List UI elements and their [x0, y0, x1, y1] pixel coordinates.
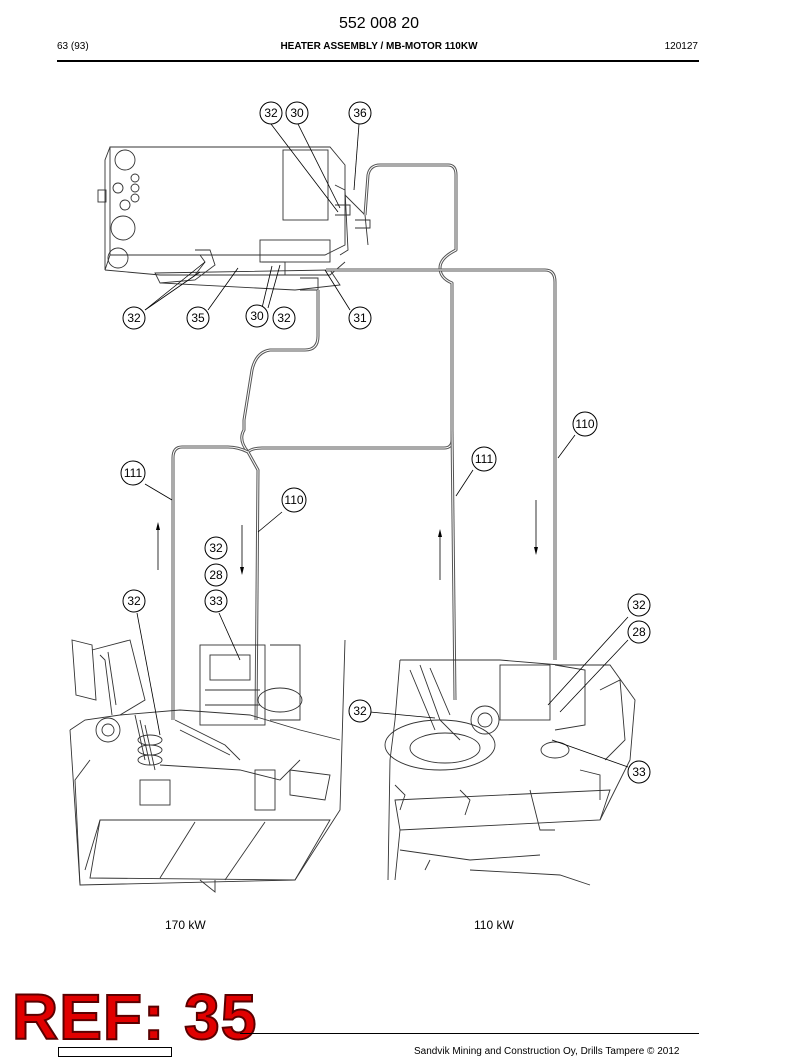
callout-32: 32: [122, 306, 146, 330]
svg-text:32: 32: [127, 311, 141, 325]
callout-28: 28: [627, 620, 651, 644]
callout-111: 111: [120, 460, 146, 486]
engine-bay-170kw-illustration: [69, 639, 346, 893]
svg-text:32: 32: [632, 598, 646, 612]
callout-32: 32: [272, 306, 296, 330]
svg-text:32: 32: [127, 594, 141, 608]
callout-32: 32: [348, 699, 372, 723]
page-title: HEATER ASSEMBLY / MB-MOTOR 110KW: [280, 41, 478, 52]
callout-30: 30: [245, 304, 269, 328]
svg-text:31: 31: [353, 311, 367, 325]
flow-arrows: [156, 500, 538, 580]
callout-32: 32: [259, 101, 283, 125]
svg-text:30: 30: [250, 309, 264, 323]
heater-unit-illustration: [97, 146, 371, 291]
callout-110: 110: [572, 411, 598, 437]
callout-28: 28: [204, 563, 228, 587]
svg-text:28: 28: [632, 625, 646, 639]
callout-30: 30: [285, 101, 309, 125]
callout-111: 111: [471, 446, 497, 472]
callout-36: 36: [348, 101, 372, 125]
svg-text:32: 32: [264, 106, 278, 120]
document-number: 552 008 20: [338, 15, 420, 32]
svg-text:111: 111: [475, 452, 494, 466]
brand-logo: [58, 1047, 172, 1057]
svg-text:28: 28: [209, 568, 223, 582]
callout-33: 33: [627, 760, 651, 784]
callout-32: 32: [627, 593, 651, 617]
svg-text:32: 32: [209, 541, 223, 555]
callout-33: 33: [204, 589, 228, 613]
svg-text:33: 33: [632, 765, 646, 779]
footer-copyright: Sandvik Mining and Construction Oy, Dril…: [414, 1046, 680, 1057]
callout-31: 31: [348, 306, 372, 330]
svg-text:111: 111: [124, 466, 143, 480]
date-code: 120127: [664, 41, 698, 52]
variant-label-170kw: 170 kW: [165, 918, 206, 932]
svg-text:33: 33: [209, 594, 223, 608]
svg-text:30: 30: [290, 106, 304, 120]
callout-35: 35: [186, 306, 210, 330]
callout-32: 32: [204, 536, 228, 560]
footer-rule: [240, 1033, 699, 1034]
variant-label-110kw: 110 kW: [474, 918, 514, 932]
engine-bay-110kw-illustration: [384, 659, 636, 886]
svg-text:36: 36: [353, 106, 367, 120]
header-rule: [57, 60, 699, 62]
svg-text:32: 32: [277, 311, 291, 325]
hose-routing: [171, 163, 557, 721]
page-number: 63 (93): [57, 41, 89, 52]
callout-32: 32: [122, 589, 146, 613]
ref-stamp: REF: 35: [11, 981, 258, 1053]
svg-text:110: 110: [575, 417, 594, 431]
svg-text:35: 35: [191, 311, 205, 325]
svg-text:32: 32: [353, 704, 367, 718]
callout-leaders: [136, 123, 629, 768]
svg-text:110: 110: [284, 493, 303, 507]
callout-110: 110: [281, 487, 307, 513]
